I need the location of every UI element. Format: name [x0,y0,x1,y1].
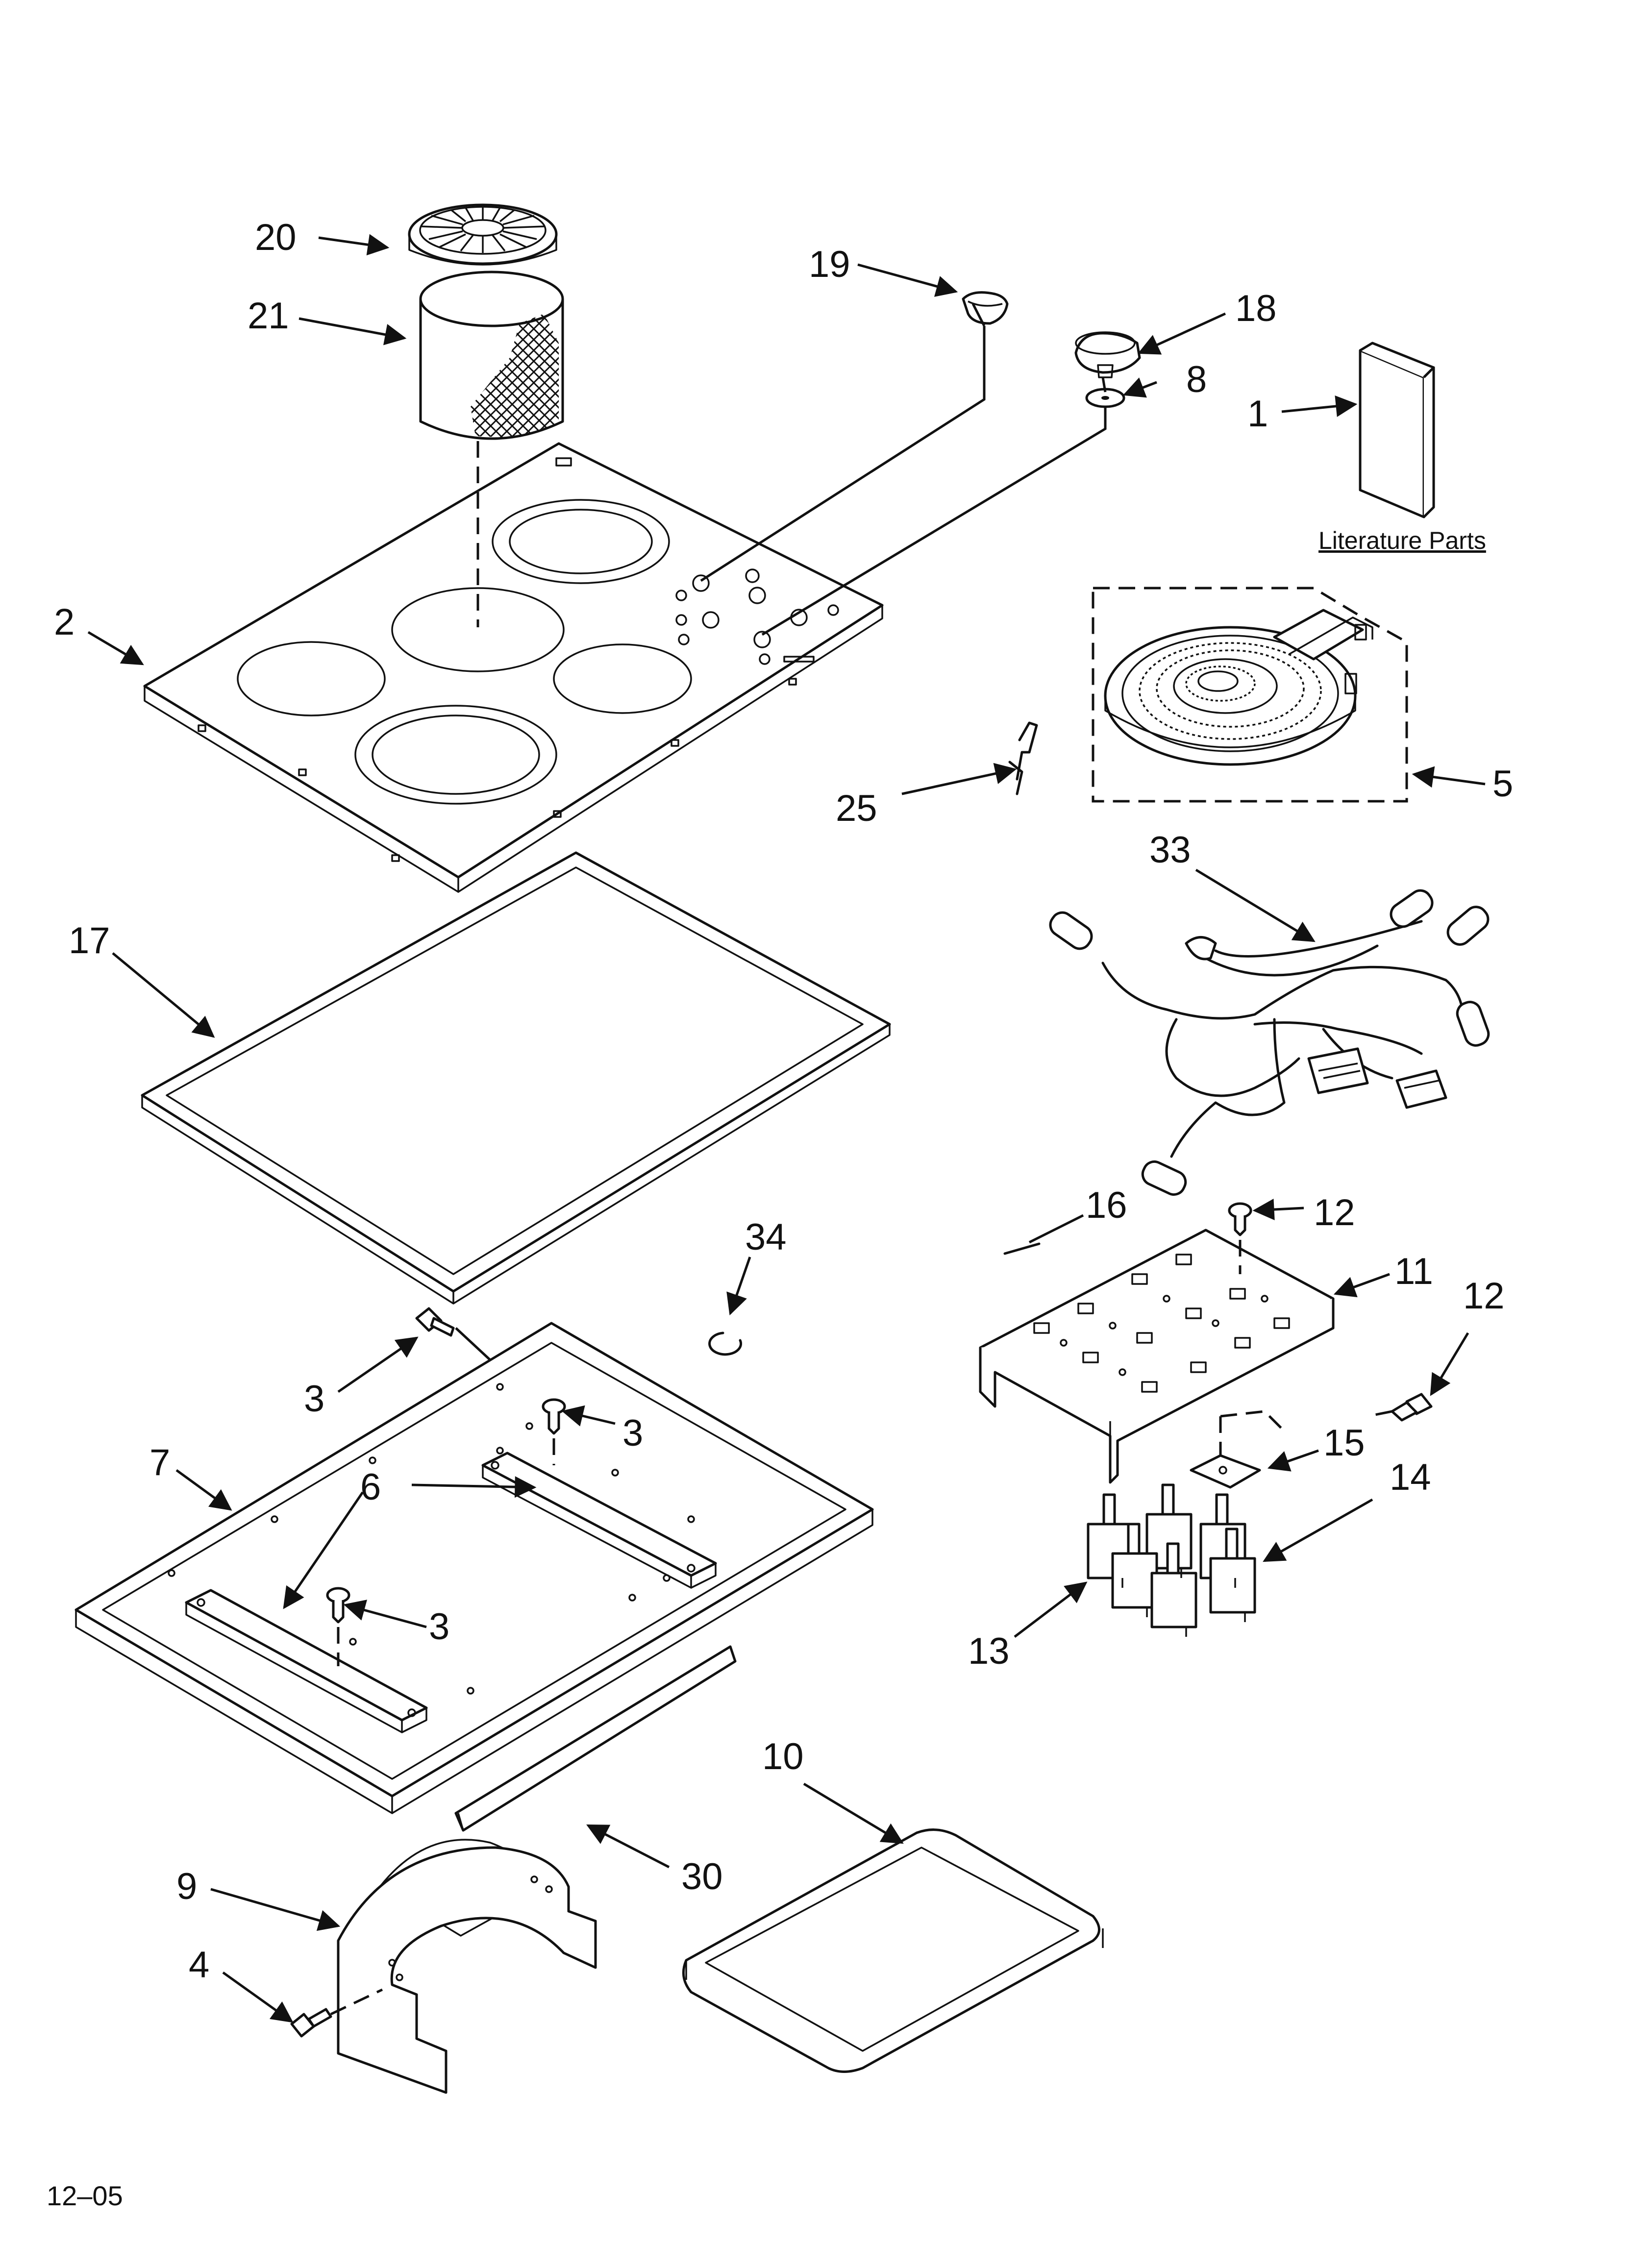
filter-canister-part [419,271,564,440]
small-knob-part [962,291,1009,325]
callout-labels: 20 21 19 18 8 1 Literature Parts 2 5 25 … [54,217,1513,1986]
trim-strip-part [454,1645,737,1832]
callout-5: 5 [1492,763,1513,805]
callout-10: 10 [762,1736,804,1777]
callout-9: 9 [176,1866,197,1907]
callout-11: 11 [1394,1251,1433,1292]
screw-part-12-top [1228,1202,1252,1274]
heat-shield-part [337,1846,597,2094]
large-knob-part [1074,331,1141,378]
clip-part [1008,721,1038,795]
literature-parts-label: Literature Parts [1318,527,1486,554]
callout-7: 7 [149,1442,170,1483]
callout-8: 8 [1186,359,1207,400]
literature-part [1359,342,1435,518]
callout-33: 33 [1149,829,1191,871]
cooktop-glass-part [143,442,884,893]
wire-harness-part [1049,889,1490,1196]
callout-6: 6 [360,1466,381,1508]
callout-13: 13 [968,1630,1010,1672]
screw-part-12-side [1367,1393,1433,1422]
callout-12-side: 12 [1463,1275,1505,1317]
callout-19: 19 [809,244,850,285]
infinite-switches-part [1087,1483,1256,1637]
bottom-pan-part [75,1322,874,1937]
screw-part-3-lower [326,1587,350,1666]
callout-2: 2 [54,601,75,643]
callout-3-middle: 3 [622,1412,643,1454]
switch-plate-part [1190,1410,1285,1489]
footer-date-code: 12–05 [47,2180,123,2211]
radiant-element-part [1092,587,1408,803]
screw-part-3-top [415,1307,455,1337]
callout-15: 15 [1323,1422,1365,1464]
clip-ring-part [708,1331,743,1356]
callout-20: 20 [255,217,297,258]
callout-14: 14 [1390,1456,1431,1498]
callout-18: 18 [1235,288,1277,329]
mounting-bracket-part-lower [185,1589,428,1733]
leader-lines [87,234,1486,2023]
callout-1: 1 [1247,393,1268,435]
filter-grille-part [408,203,558,266]
control-bracket-part [979,1229,1335,1484]
callout-3-top: 3 [304,1378,324,1420]
callout-21: 21 [248,295,289,337]
callout-30: 30 [681,1856,723,1898]
callout-17: 17 [69,920,110,961]
callout-34: 34 [745,1216,787,1258]
screw-part-4 [290,1988,383,2038]
drip-frame-part [682,1828,1104,2073]
callout-4: 4 [189,1944,209,1986]
callout-3-lower: 3 [429,1606,449,1648]
callout-12-top: 12 [1314,1192,1355,1233]
callout-16: 16 [1086,1184,1127,1226]
mounting-bracket-part-upper [481,1452,717,1589]
gasket-part [141,851,891,1305]
callout-25: 25 [836,788,877,829]
pin-part [1003,1242,1041,1255]
